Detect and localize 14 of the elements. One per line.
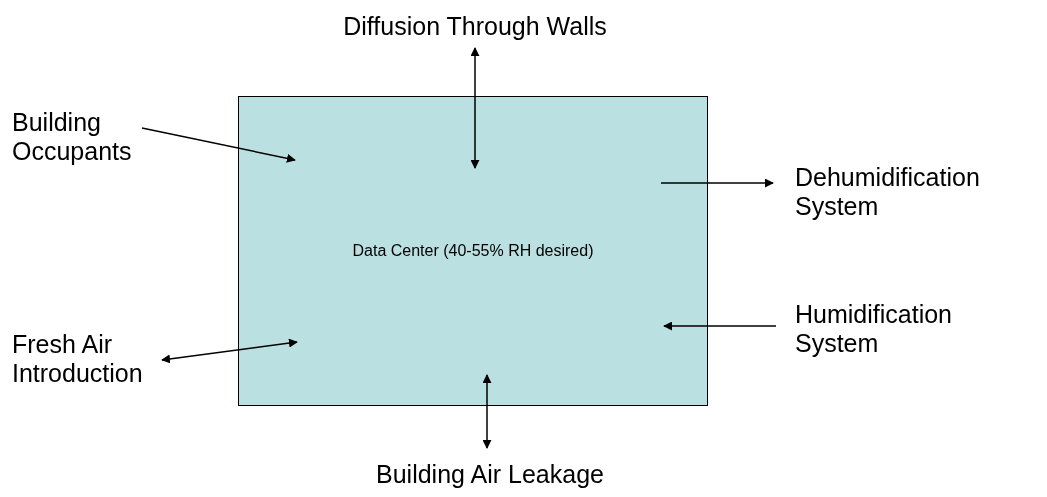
source-label: Humidification System [795, 300, 1035, 358]
arrow [663, 321, 777, 331]
source-label: Fresh Air Introduction [12, 330, 232, 388]
room-box [238, 96, 708, 406]
source-label: Building Air Leakage [350, 460, 630, 489]
arrow [482, 374, 492, 449]
source-label: Dehumidification System [795, 163, 1045, 221]
arrow [660, 178, 774, 188]
arrow [141, 127, 296, 163]
source-label: Diffusion Through Walls [290, 12, 660, 41]
source-label: Building Occupants [12, 108, 212, 166]
arrow [161, 338, 298, 364]
room-label: Data Center (40-55% RH desired) [352, 242, 594, 260]
arrow [470, 47, 480, 169]
